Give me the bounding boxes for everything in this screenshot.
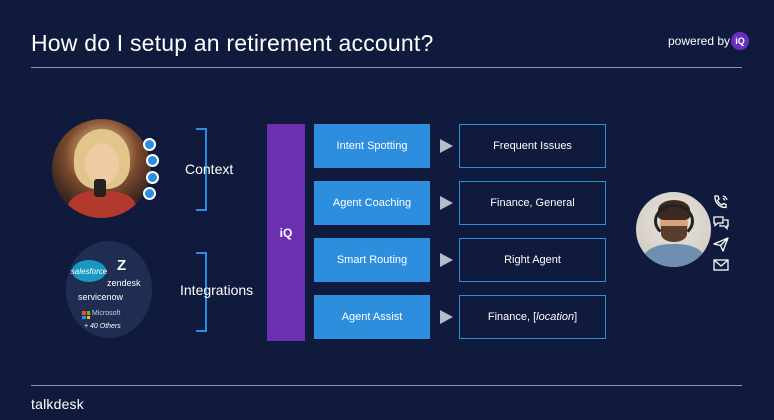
iq-engine-bar: iQ <box>267 124 305 341</box>
headset-icon <box>654 204 694 238</box>
integrations-bracket <box>196 252 207 332</box>
result-finance-general: Finance, General <box>459 181 606 225</box>
powered-by-label: powered by <box>668 34 731 48</box>
context-bracket <box>196 128 207 211</box>
capability-intent-spotting: Intent Spotting <box>314 124 430 168</box>
context-dot <box>146 171 159 184</box>
context-label: Context <box>185 161 234 177</box>
customer-phone <box>94 179 106 197</box>
arrow-right-icon <box>440 253 453 267</box>
capability-agent-assist: Agent Assist <box>314 295 430 339</box>
zendesk-logo-mark: Z <box>117 257 127 274</box>
send-icon <box>713 237 729 252</box>
integrations-label: Integrations <box>180 282 254 298</box>
capability-smart-routing: Smart Routing <box>314 238 430 282</box>
chat-icon <box>713 216 729 231</box>
page-title: How do I setup an retirement account? <box>31 30 434 56</box>
other-integrations-count: + 40 Others <box>84 323 121 330</box>
phone-icon <box>714 195 728 209</box>
mail-icon <box>713 259 729 271</box>
result-text-location: location <box>536 311 575 323</box>
context-dot <box>143 187 156 200</box>
customer-photo <box>52 119 151 218</box>
arrow-right-icon <box>440 310 453 324</box>
result-text-suffix: ] <box>574 311 578 323</box>
capability-agent-coaching: Agent Coaching <box>314 181 430 225</box>
talkdesk-logo: talkdesk <box>31 396 84 412</box>
iq-logo-badge: iQ <box>731 32 749 50</box>
customer-face <box>85 143 119 185</box>
context-dot <box>143 138 156 151</box>
microsoft-icon <box>82 311 90 319</box>
context-dot <box>146 154 159 167</box>
result-finance-location: Finance, [location] <box>459 295 606 339</box>
agent-photo <box>636 192 711 267</box>
zendesk-logo: zendesk <box>107 278 141 288</box>
header-divider <box>31 67 742 68</box>
arrow-right-icon <box>440 139 453 153</box>
result-text-prefix: Finance, [ <box>487 311 537 323</box>
arrow-right-icon <box>440 196 453 210</box>
integrations-logos-circle <box>66 241 152 338</box>
agent-shirt <box>644 244 704 267</box>
footer-divider <box>31 385 742 386</box>
microsoft-logo: Microsoft <box>92 310 121 317</box>
result-frequent-issues: Frequent Issues <box>459 124 606 168</box>
result-right-agent: Right Agent <box>459 238 606 282</box>
servicenow-logo: servicenow <box>78 292 124 302</box>
salesforce-logo: salesforce <box>71 260 107 282</box>
